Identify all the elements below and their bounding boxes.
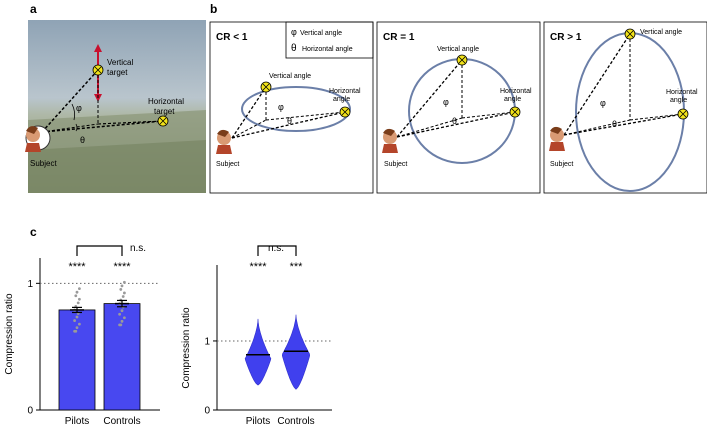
vertical-target-icon [456, 54, 468, 66]
data-point [78, 297, 81, 301]
subject-icon [216, 129, 232, 154]
data-point [120, 309, 124, 313]
vertical-target-icon [624, 28, 636, 40]
vertical-angle-label: Vertical angle [640, 29, 682, 36]
y-axis-label: Compression ratio [4, 293, 15, 375]
comparison-label: n.s. [268, 243, 284, 254]
legend-phi-symbol: φ [291, 27, 297, 37]
horizontal-target-label-1: Horizontal [148, 97, 184, 106]
violin [244, 318, 272, 386]
panel-b-legend: φ Vertical angle θ Horizontal angle [285, 21, 374, 59]
diagram-cr-equal-1: CR = 1 Vertical angle Horizontal angle S… [376, 21, 541, 194]
y-tick-label: 0 [27, 406, 33, 417]
comparison-bracket [257, 245, 297, 256]
y-tick-label: 0 [204, 406, 210, 417]
data-point [74, 329, 78, 333]
phi-symbol: φ [443, 97, 449, 107]
horizontal-angle-label-1: Horizontal [329, 88, 361, 95]
horizontal-angle-label-1: Horizontal [500, 88, 532, 95]
data-point [74, 294, 78, 298]
legend-theta-symbol: θ [291, 43, 297, 54]
diagram-cr-less-than-1: CR < 1 Vertical angle Horizontal angle S… [209, 21, 374, 194]
panel-label-b: b [210, 2, 217, 16]
subject-label: Subject [550, 161, 573, 168]
data-point [121, 295, 125, 298]
ellipse [241, 86, 351, 132]
subject-label: Subject [30, 159, 57, 168]
vertical-target-label-1: Vertical [107, 58, 133, 67]
data-point [75, 315, 79, 319]
y-tick-label: 1 [27, 279, 33, 290]
data-point [119, 323, 123, 327]
subject-label: Subject [216, 161, 239, 168]
significance-label: *** [290, 261, 304, 273]
horizontal-target-label-2: target [154, 107, 175, 116]
vertical-angle-label: Vertical angle [269, 73, 311, 80]
theta-symbol: θ [452, 116, 457, 126]
x-tick-label: Controls [277, 416, 314, 427]
subject-icon [382, 128, 398, 153]
horizontal-target-icon [339, 106, 351, 118]
horizontal-target-icon [509, 106, 521, 118]
bar [58, 309, 96, 411]
comparison-label: n.s. [130, 243, 146, 254]
x-tick-label: Pilots [65, 416, 89, 427]
horizontal-target-icon [157, 115, 169, 127]
vertical-target-icon [92, 64, 104, 76]
horizontal-angle-label-2: angle [333, 96, 350, 103]
significance-label: **** [249, 261, 267, 273]
legend-phi-label: Vertical angle [300, 30, 342, 37]
data-point [75, 290, 79, 294]
data-point [118, 312, 121, 316]
data-point [120, 284, 124, 288]
data-point [73, 319, 76, 322]
theta-symbol: θ [612, 119, 617, 129]
horizontal-angle-label-2: angle [670, 97, 687, 104]
y-tick-label: 1 [204, 336, 210, 347]
diagram-title: CR = 1 [383, 32, 415, 43]
diagram-title: CR < 1 [216, 32, 248, 43]
phi-symbol: φ [600, 98, 606, 108]
y-axis-label: Compression ratio [181, 307, 192, 389]
comparison-bracket [76, 245, 123, 256]
data-point [123, 316, 126, 320]
bar [103, 303, 141, 411]
subject-label: Subject [384, 161, 407, 168]
data-point [123, 280, 126, 284]
horizontal-target-icon [677, 108, 689, 120]
data-point [123, 291, 126, 295]
legend-theta-label: Horizontal angle [302, 46, 353, 53]
panel-label-a: a [30, 2, 37, 16]
phi-symbol: φ [278, 102, 284, 112]
theta-symbol: θ [287, 116, 292, 126]
diagram-cr-greater-than-1: CR > 1 Vertical angle Horizontal angle S… [543, 21, 707, 194]
subject-icon [25, 125, 51, 152]
data-point [78, 287, 81, 291]
data-point [120, 319, 124, 323]
significance-label: **** [113, 261, 131, 273]
data-point [76, 301, 80, 305]
data-point [119, 288, 123, 291]
horizontal-angle-label-1: Horizontal [666, 89, 698, 96]
theta-symbol: θ [80, 135, 85, 145]
panel-a-photo: Vertical target Horizontal target Subjec… [25, 20, 206, 193]
data-point [78, 322, 81, 326]
vertical-target-label-2: target [107, 68, 128, 77]
panel-label-c: c [30, 225, 37, 239]
phi-symbol: φ [76, 103, 82, 113]
vertical-target-icon [260, 81, 272, 93]
x-tick-label: Controls [103, 416, 140, 427]
vertical-angle-label: Vertical angle [437, 46, 479, 53]
significance-label: **** [68, 261, 86, 273]
data-point [75, 326, 79, 330]
horizontal-angle-label-2: angle [504, 96, 521, 103]
subject-icon [549, 126, 565, 151]
diagram-title: CR > 1 [550, 32, 582, 43]
x-tick-label: Pilots [246, 416, 270, 427]
